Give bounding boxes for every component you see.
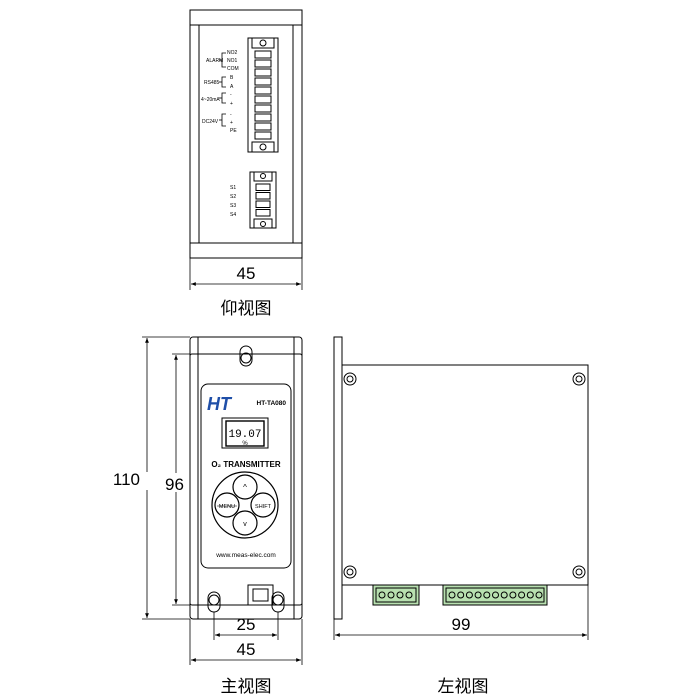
label-no1: NO1 — [227, 58, 238, 64]
sensor-pin — [255, 209, 271, 217]
label-plus-2: + — [230, 120, 233, 126]
side-pin — [509, 591, 517, 599]
down-button-label: v — [243, 521, 247, 528]
label-4-20ma: 4~20mA — [201, 97, 220, 103]
terminal-pin — [254, 77, 272, 86]
inner-height-value: 96 — [165, 475, 184, 494]
hole-spacing-value: 25 — [237, 615, 256, 634]
side-pin — [405, 591, 413, 599]
product-name: O₂ TRANSMITTER — [211, 460, 281, 469]
terminal-pin — [254, 113, 272, 122]
brand-logo: HT — [207, 394, 233, 414]
bottom-view-labels: ALARM NO2 NO1 COM RS485 B A 4~20mA - + D… — [201, 50, 272, 319]
front-width-value: 45 — [237, 640, 256, 659]
terminal-pin — [254, 68, 272, 77]
keypad — [211, 471, 279, 539]
terminal-pin — [254, 104, 272, 113]
side-pin — [396, 591, 404, 599]
main-terminal-block — [247, 37, 279, 153]
left-view-caption: 左视图 — [438, 677, 489, 697]
label-s3: S3 — [230, 203, 236, 209]
terminal-pin — [254, 86, 272, 95]
side-pin — [387, 591, 395, 599]
label-dc24v: DC24V — [202, 119, 219, 125]
label-a: A — [230, 84, 234, 90]
side-width-dimension — [333, 585, 589, 640]
side-pin — [465, 591, 473, 599]
bottom-view-caption: 仰视图 — [221, 299, 272, 319]
front-width-dimensions — [189, 612, 303, 665]
display-unit: % — [242, 441, 248, 447]
menu-button-label: MENU — [219, 504, 235, 510]
display-value: 19.07 — [228, 429, 261, 441]
bottom-view-body — [189, 9, 303, 259]
side-pin — [535, 591, 543, 599]
side-pin — [448, 591, 456, 599]
side-pin — [474, 591, 482, 599]
label-b: B — [230, 75, 234, 81]
left-view-labels: 99 左视图 — [438, 615, 489, 697]
label-s4: S4 — [230, 212, 236, 218]
left-view — [333, 336, 589, 640]
bottom-keyholes — [207, 584, 285, 613]
front-view — [142, 336, 303, 665]
website-text: www.meas-elec.com — [215, 552, 276, 559]
side-pin — [500, 591, 508, 599]
terminal-pin — [254, 50, 272, 59]
bottom-width-dimension — [189, 258, 303, 290]
side-terminals — [372, 584, 548, 606]
sensor-pin — [255, 183, 271, 191]
side-pin — [483, 591, 491, 599]
corner-screws — [343, 372, 586, 579]
bottom-width-value: 45 — [237, 264, 256, 283]
label-minus-2: - — [230, 112, 232, 118]
side-enclosure — [341, 364, 589, 586]
lcd-display — [221, 417, 269, 449]
side-mounting-plate — [333, 336, 343, 620]
sensor-pin — [255, 200, 271, 208]
side-pin — [457, 591, 465, 599]
front-view-labels: HT HT-TA080 19.07 % O₂ TRANSMITTER ^ MEN… — [113, 394, 286, 697]
terminal-pin — [254, 95, 272, 104]
sensor-pin — [255, 192, 271, 200]
terminal-pin — [254, 131, 272, 140]
side-pin — [492, 591, 499, 599]
label-no2: NO2 — [227, 50, 238, 56]
front-view-caption: 主视图 — [221, 677, 272, 697]
side-pin — [378, 591, 386, 599]
label-plus-1: + — [230, 101, 233, 107]
side-pin — [518, 591, 526, 599]
terminal-pin — [254, 59, 272, 68]
up-button-label: ^ — [243, 483, 247, 492]
label-rs485: RS485 — [204, 80, 220, 86]
sensor-terminal-block — [249, 171, 277, 229]
outer-height-value: 110 — [113, 470, 140, 489]
label-com: COM — [227, 66, 239, 72]
label-alarm: ALARM — [206, 58, 223, 64]
shift-button-label: SHIFT — [255, 504, 272, 510]
terminal-pin — [254, 122, 272, 131]
bottom-view — [189, 9, 303, 290]
model-number: HT-TA080 — [257, 400, 287, 407]
label-s1: S1 — [230, 185, 236, 191]
label-minus-1: - — [230, 92, 232, 98]
side-pin — [526, 591, 534, 599]
label-pe: PE — [230, 128, 237, 134]
side-width-value: 99 — [452, 615, 471, 634]
front-height-dimensions — [142, 336, 190, 620]
terminal-brackets — [219, 52, 226, 127]
label-s2: S2 — [230, 194, 236, 200]
top-keyhole — [239, 345, 253, 367]
